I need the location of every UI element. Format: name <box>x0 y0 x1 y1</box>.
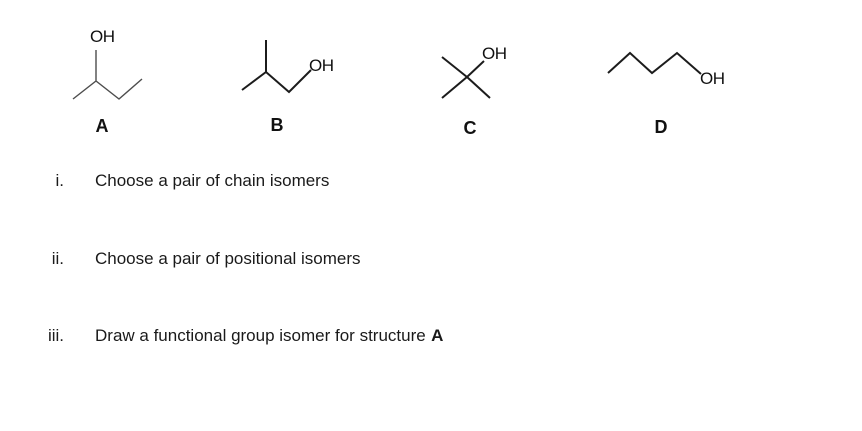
question-i-text: Choose a pair of chain isomers <box>95 171 330 190</box>
structure-d-skeleton <box>607 51 702 75</box>
structure-b-hydroxyl-label: OH <box>309 56 334 75</box>
question-iii-numeral: iii. <box>47 326 64 345</box>
structure-c-label: C <box>463 118 477 138</box>
question-ii-text: Choose a pair of positional isomers <box>95 249 361 268</box>
question-iii-text: Draw a functional group isomer for struc… <box>95 327 443 344</box>
question-iii-structure-ref: A <box>431 326 444 345</box>
question-ii: ii. Choose a pair of positional isomers <box>0 250 862 272</box>
question-i-numeral: i. <box>55 171 65 190</box>
structure-a-skeleton <box>72 50 143 100</box>
question-iii: iii. Draw a functional group isomer for … <box>0 327 862 349</box>
structure-b-label: B <box>270 115 284 135</box>
structure-c-skeleton <box>441 56 491 99</box>
question-iii-text-body: Draw a functional group isomer for struc… <box>95 326 426 345</box>
question-ii-numeral: ii. <box>51 249 64 268</box>
structure-a-hydroxyl-label: OH <box>90 27 115 46</box>
question-i: i. Choose a pair of chain isomers <box>0 172 862 194</box>
structure-b-skeleton <box>241 40 312 94</box>
structure-c-hydroxyl-label: OH <box>482 44 507 63</box>
structure-d-label: D <box>654 117 668 137</box>
structure-a-label: A <box>95 116 109 136</box>
structure-d-hydroxyl-label: OH <box>700 69 725 88</box>
